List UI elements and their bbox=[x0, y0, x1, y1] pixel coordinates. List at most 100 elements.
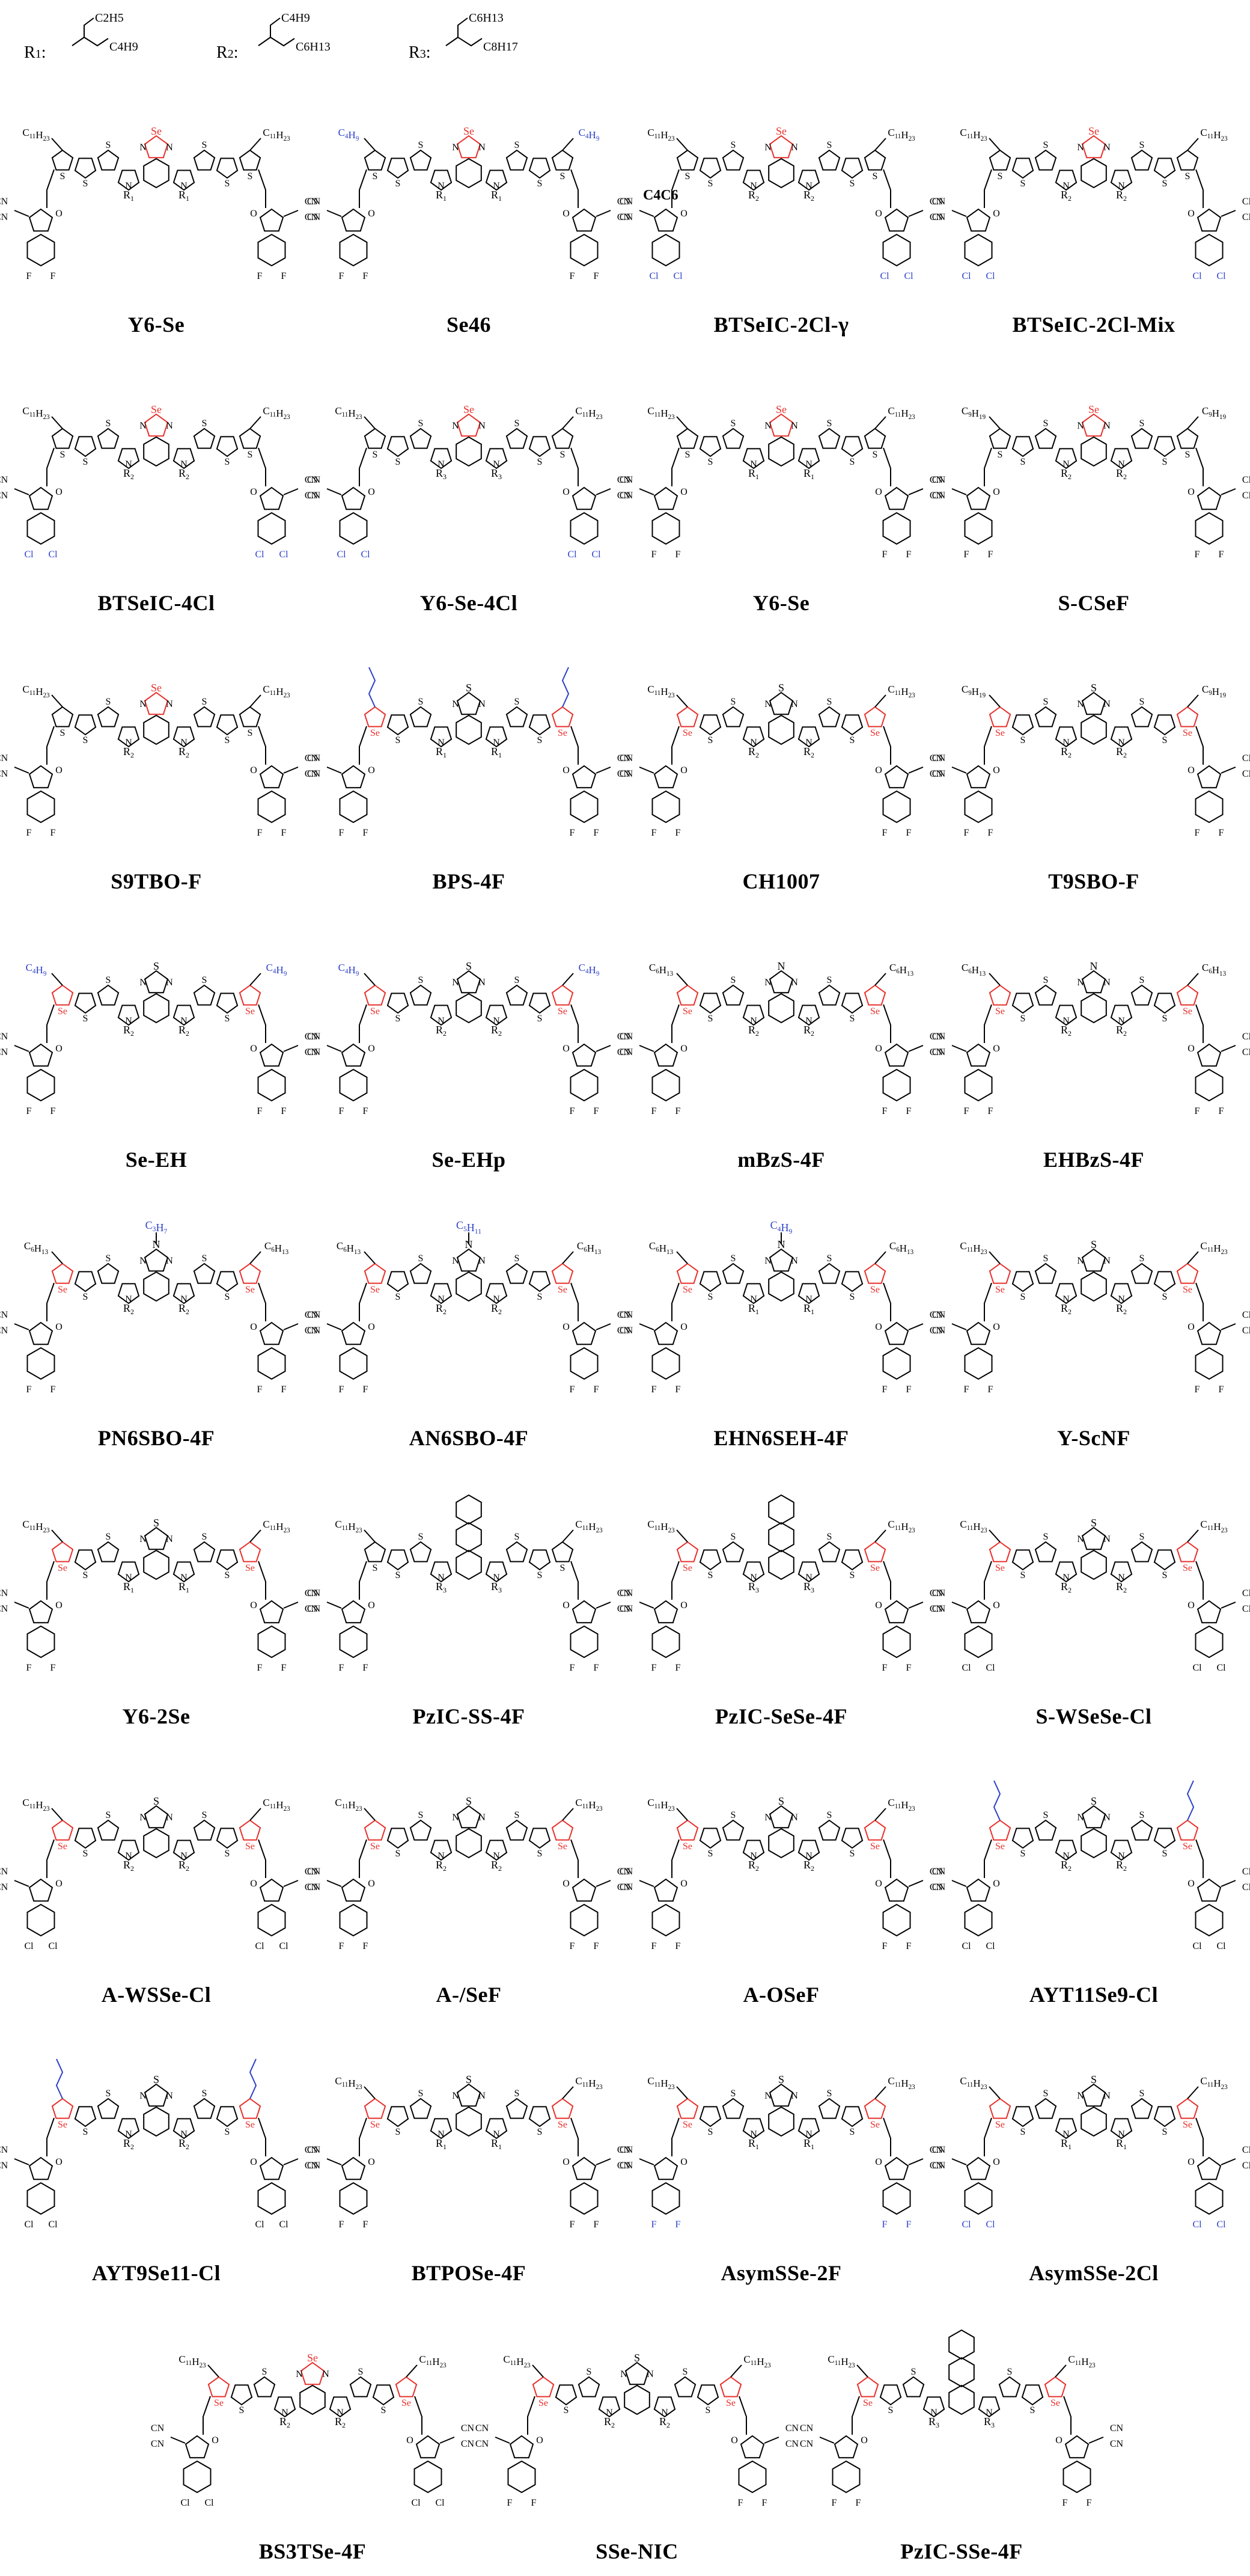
s-atom: S bbox=[537, 1849, 543, 1859]
cyano-label: CN bbox=[620, 1326, 633, 1336]
exo-double-bond bbox=[495, 2437, 510, 2444]
carbonyl-o: O bbox=[993, 209, 1000, 219]
cyano-label: CN bbox=[932, 1310, 946, 1320]
pyrrole-n: N bbox=[493, 1016, 500, 1026]
s-atom: S bbox=[850, 1292, 855, 1302]
bond-skeleton bbox=[964, 2083, 1224, 2215]
cyano-label: CN bbox=[617, 769, 631, 779]
diazole-ring bbox=[769, 1248, 794, 1272]
pyrrole-ring bbox=[430, 1283, 453, 1305]
core-benzene-ring bbox=[143, 158, 169, 189]
vinyl-linker bbox=[1195, 726, 1204, 765]
halogen-label: F bbox=[363, 1663, 368, 1673]
cyano-label: CN bbox=[617, 212, 631, 222]
s-atom: S bbox=[1139, 1253, 1145, 1264]
indanone-benzene-ring bbox=[570, 790, 599, 824]
thiophene-ring bbox=[528, 436, 551, 457]
pyrrole-n: N bbox=[493, 2129, 500, 2140]
terminal-thiophene-ring bbox=[551, 706, 574, 727]
cyano-label: CN bbox=[307, 1326, 321, 1336]
s-atom: S bbox=[1139, 418, 1145, 429]
indanone-benzene-ring bbox=[339, 790, 368, 824]
diazole-ring bbox=[1081, 1248, 1106, 1272]
thiophene-ring bbox=[193, 1819, 216, 1841]
molecule-name: AN6SBO-4F bbox=[409, 1426, 529, 1450]
molecule-structure: SeNNSSSR1NC11H23OCNCNFFSSSR1NC11H23OCNCN… bbox=[0, 125, 319, 281]
thiophene-ring bbox=[1130, 984, 1153, 1006]
terminal-heteroatom: Se bbox=[538, 2398, 548, 2408]
indanone-five-ring bbox=[884, 1043, 909, 1067]
thiophene-ring bbox=[1130, 2097, 1153, 2119]
thiophene-ring bbox=[1153, 2106, 1176, 2128]
core-benzene-ring bbox=[768, 158, 794, 189]
s-atom: S bbox=[731, 975, 736, 985]
terminal-heteroatom: S bbox=[998, 171, 1003, 182]
carbonyl-o: O bbox=[875, 1879, 882, 1889]
terminal-thiophene-ring bbox=[864, 2097, 886, 2119]
terminal-thiophene-ring bbox=[51, 427, 74, 449]
cyano-label: CN bbox=[1242, 1882, 1250, 1892]
thiophene-ring bbox=[97, 984, 120, 1006]
side-chain-label: C11H23 bbox=[335, 405, 362, 421]
vinyl-linker bbox=[883, 1004, 891, 1043]
core-benzene-ring bbox=[768, 436, 794, 467]
halogen-label: F bbox=[651, 828, 657, 838]
exo-double-bond bbox=[596, 1045, 611, 1052]
indanone-benzene-ring bbox=[882, 512, 911, 545]
s-atom: S bbox=[225, 1849, 230, 1859]
r1-branch-a: C2H5 bbox=[95, 11, 124, 25]
vinyl-linker bbox=[671, 726, 680, 765]
indanone-benzene-ring bbox=[964, 233, 993, 267]
thiophene-ring bbox=[722, 2097, 745, 2119]
terminal-thiophene-ring bbox=[676, 149, 699, 171]
halogen-label: Cl bbox=[962, 2220, 971, 2230]
thiophene-ring bbox=[1130, 149, 1153, 171]
thiophene-ring bbox=[1153, 436, 1176, 457]
indanone-benzene-ring bbox=[26, 1068, 55, 1102]
core-heteroatom: S bbox=[466, 960, 472, 972]
diazole-ring bbox=[1081, 135, 1106, 159]
core-heteroatom: Se bbox=[151, 682, 162, 694]
s-atom: S bbox=[731, 2088, 736, 2099]
side-chain-bond bbox=[874, 1808, 886, 1821]
exo-double-bond bbox=[908, 210, 924, 217]
cyano-label: CN bbox=[305, 1326, 319, 1336]
halogen-label: F bbox=[594, 2220, 599, 2230]
cyano-label: CN bbox=[800, 2423, 814, 2434]
core-n-left: N bbox=[452, 2091, 459, 2101]
side-chain-bond bbox=[51, 1808, 63, 1821]
terminal-thiophene-ring bbox=[364, 1819, 386, 1841]
benzo-ring bbox=[456, 1494, 482, 1525]
n-substituent-label: R1 bbox=[123, 1580, 134, 1594]
molecule-name: S9TBO-F bbox=[111, 869, 202, 893]
pyrrole-n: N bbox=[805, 459, 812, 470]
bond-skeleton bbox=[26, 1526, 286, 1659]
terminal-thiophene-ring bbox=[51, 706, 74, 727]
carbonyl-o: O bbox=[680, 2157, 688, 2167]
terminal-heteroatom: S bbox=[248, 450, 253, 460]
core-n-right: N bbox=[166, 699, 173, 709]
side-chain-bond bbox=[406, 2364, 418, 2378]
thiophene-ring bbox=[193, 1541, 216, 1562]
s-atom: S bbox=[1162, 457, 1168, 467]
s-atom: S bbox=[514, 1810, 520, 1820]
vinyl-linker bbox=[258, 726, 266, 765]
vinyl-linker bbox=[570, 1282, 579, 1321]
thiophene-ring bbox=[193, 427, 216, 449]
r3-structure: C6H13 C8H17 bbox=[445, 11, 518, 54]
halogen-label: F bbox=[26, 828, 32, 838]
core-n-left: N bbox=[764, 977, 772, 988]
thiophene-ring bbox=[386, 993, 409, 1014]
n-substituent-label: R1 bbox=[178, 189, 189, 203]
n-substituent-label: R3 bbox=[436, 467, 447, 481]
indanone-benzene-ring bbox=[570, 1347, 599, 1380]
halogen-label: F bbox=[832, 2498, 837, 2508]
halogen-label: F bbox=[570, 1663, 575, 1673]
exo-double-bond bbox=[1221, 1602, 1236, 1609]
n-substituent-label: R1 bbox=[748, 1302, 759, 1316]
halogen-label: F bbox=[651, 1106, 657, 1116]
molecule-card: SNNSSSeR2NOCNCNClClSSSeR2NOCNCNClClAYT9S… bbox=[0, 2019, 319, 2298]
s-atom: S bbox=[262, 2367, 267, 2377]
